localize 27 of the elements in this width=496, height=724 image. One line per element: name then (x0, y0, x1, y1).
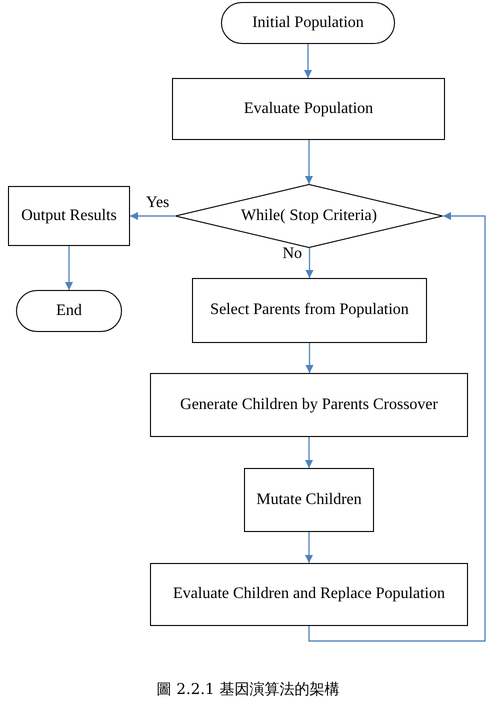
arrow (65, 246, 73, 290)
terminal-shape (221, 2, 395, 44)
node-label: Generate Children by Parents Crossover (180, 396, 438, 414)
arrow (306, 343, 314, 373)
arrow (304, 44, 312, 78)
caption: 圖 2.2.1 基因演算法的架構 (156, 680, 340, 699)
arrow (130, 212, 175, 220)
arrow (308, 212, 486, 642)
arrow (305, 532, 313, 563)
node-label: While( Stop Criteria) (241, 206, 377, 226)
node-label: Output Results (21, 206, 117, 226)
process-box (172, 78, 445, 140)
arrow (305, 437, 313, 468)
node-label: Mutate Children (256, 490, 362, 510)
process-box (192, 278, 427, 343)
arrow (305, 140, 313, 184)
arrow (306, 248, 314, 278)
process-box (8, 186, 130, 246)
node-label: Evaluate Population (244, 100, 374, 118)
process-box (244, 468, 374, 532)
process-box (150, 373, 468, 437)
process-box (150, 563, 468, 626)
node-label: Evaluate Children and Replace Population (173, 585, 445, 604)
terminal-shape (16, 290, 122, 332)
node-label: End (56, 302, 82, 320)
node-label: Initial Population (252, 14, 364, 32)
node-label: Select Parents from Population (210, 301, 409, 320)
